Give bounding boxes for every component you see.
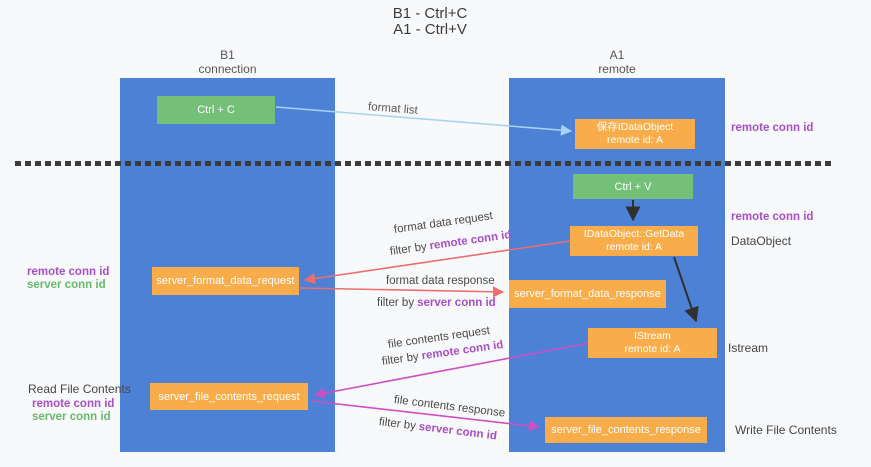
left-read-file-contents-label: Read File Contents	[28, 382, 131, 396]
title-line-2: A1 - Ctrl+V	[393, 21, 467, 38]
left-remote-conn-id-1: remote conn id	[27, 266, 110, 278]
format-response-label: server_format_data_response	[514, 288, 661, 300]
label-format-data-response: format data response	[386, 275, 495, 287]
lifeline-b1-name: B1	[220, 48, 235, 62]
title-line-1: B1 - Ctrl+C	[392, 5, 468, 22]
lifeline-header-a1: A1 remote	[509, 48, 725, 76]
lifeline-a1-name: A1	[609, 48, 625, 62]
left-server-conn-id-2: server conn id	[32, 411, 111, 423]
server-conn-id-text: server conn id	[417, 297, 496, 309]
node-idataobject-getdata: IDataObject::GetData remote id: A	[570, 226, 698, 256]
node-ctrl-c: Ctrl + C	[157, 96, 275, 124]
filter-by-text: filter by	[381, 350, 420, 368]
server-conn-id-text: server conn id	[418, 420, 498, 443]
node-save-idataobject: 保存IDataObject remote id: A	[575, 119, 695, 149]
lifeline-b1-role: connection	[198, 62, 257, 76]
file-response-label: server_file_contents_response	[551, 424, 701, 436]
ctrl-v-label: Ctrl + V	[614, 180, 652, 193]
node-istream: IStream remote id: A	[588, 328, 717, 358]
right-dataobject-label: DataObject	[731, 234, 792, 248]
right-istream-label: Istream	[728, 341, 769, 355]
format-request-label: server_format_data_request	[156, 275, 295, 287]
node-ctrl-v: Ctrl + V	[573, 174, 693, 199]
filter-by-text: filter by	[377, 297, 415, 309]
node-server-file-contents-response: server_file_contents_response	[545, 417, 707, 443]
left-remote-conn-id-2: remote conn id	[32, 398, 115, 410]
label-format-list: format list	[367, 101, 419, 117]
ctrl-c-label: Ctrl + C	[197, 104, 235, 116]
diagram-title: B1 - Ctrl+C A1 - Ctrl+V	[0, 6, 860, 38]
label-format-data-request: format data request	[393, 210, 494, 236]
file-request-label: server_file_contents_request	[158, 390, 300, 403]
istream-line1: IStream	[634, 329, 671, 342]
right-remote-conn-id-1: remote conn id	[731, 122, 814, 134]
remote-conn-id-text: remote conn id	[428, 229, 513, 253]
getdata-line1: IDataObject::GetData	[583, 227, 685, 240]
node-server-format-data-response: server_format_data_response	[509, 280, 666, 308]
phase-separator-dashed-line	[15, 161, 831, 166]
istream-line2: remote id: A	[624, 343, 681, 355]
getdata-line2: remote id: A	[605, 241, 663, 253]
filter-by-text: filter by	[378, 416, 417, 433]
right-write-file-contents-label: Write File Contents	[735, 423, 837, 437]
lifeline-header-b1: B1 connection	[120, 48, 335, 76]
right-remote-conn-id-2: remote conn id	[731, 211, 814, 223]
left-conn-id-pair-1: remote conn id server conn id	[27, 266, 109, 292]
left-conn-id-pair-2: remote conn id server conn id	[32, 398, 114, 424]
save-idataobject-line2: remote id: A	[606, 134, 664, 146]
filter-by-text: filter by	[389, 240, 428, 258]
label-file-contents-response: file contents response	[393, 394, 506, 420]
save-idataobject-line1: 保存IDataObject	[596, 120, 674, 133]
lifeline-a1-role: remote	[598, 62, 636, 76]
node-server-file-contents-request: server_file_contents_request	[150, 383, 308, 410]
node-server-format-data-request: server_format_data_request	[152, 267, 299, 295]
left-server-conn-id-1: server conn id	[27, 279, 106, 291]
